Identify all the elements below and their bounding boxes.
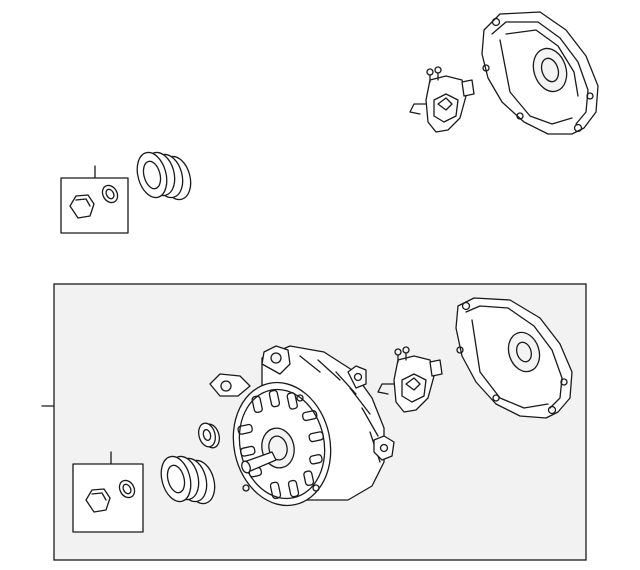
pulley-top[interactable] — [133, 149, 196, 203]
spacer-washer[interactable] — [196, 421, 222, 449]
rear-housing-top[interactable] — [481, 11, 599, 135]
nut-washer-kit-bottom[interactable] — [72, 451, 144, 533]
rear-housing-bottom[interactable] — [455, 297, 573, 419]
nut-washer-kit-top[interactable] — [60, 165, 129, 234]
regulator-bottom[interactable] — [377, 346, 443, 413]
regulator-top[interactable] — [409, 66, 475, 133]
alternator-assembly[interactable] — [209, 345, 395, 515]
pulley-bottom[interactable] — [157, 453, 220, 507]
